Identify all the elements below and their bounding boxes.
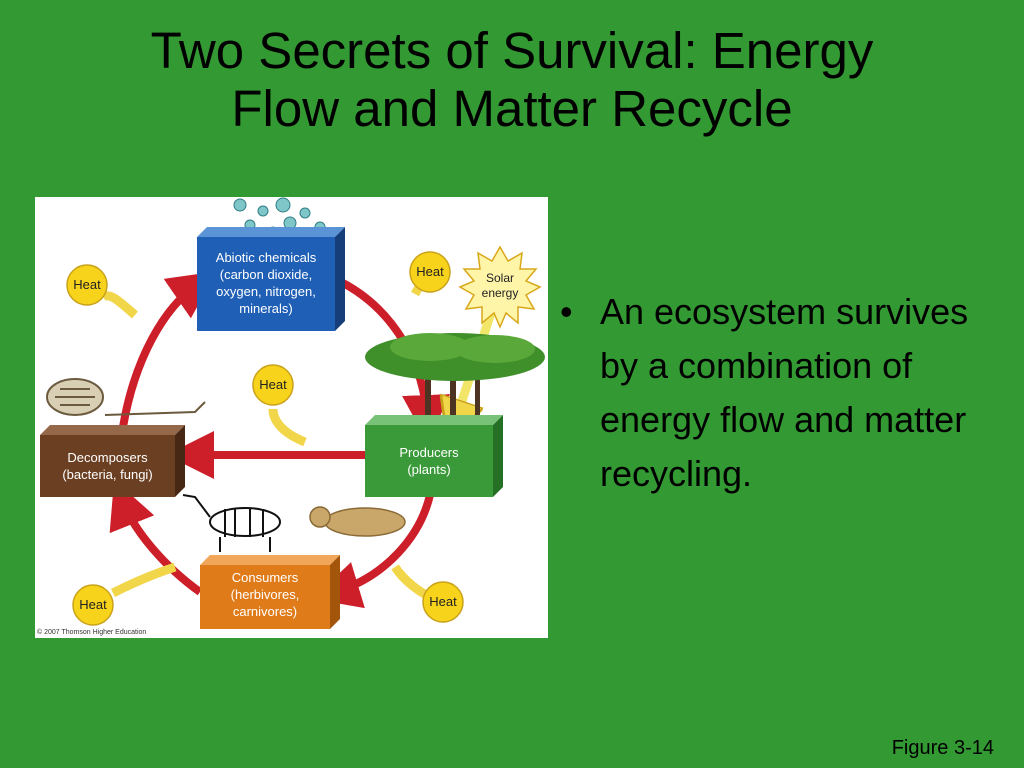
bullet-text: An ecosystem survives by a combination o… (600, 291, 969, 494)
heat-circle-1 (66, 264, 108, 306)
abiotic-label: Abiotic chemicals (carbon dioxide, oxyge… (215, 250, 317, 316)
zebra-icon (182, 494, 281, 552)
cycle-arrow-decomposers-to-abiotic (119, 271, 217, 428)
producers-label: Producers (plants) (399, 445, 459, 477)
skeleton-icon (46, 378, 206, 416)
acacia-tree-icon (365, 333, 545, 427)
lioness-icon (309, 506, 406, 537)
title-line-2: Flow and Matter Recycle (231, 80, 793, 137)
producers-box (365, 415, 503, 497)
decomposers-label: Decomposers (bacteria, fungi) (62, 450, 153, 482)
ecosystem-diagram: Abiotic chemicals (carbon dioxide, oxyge… (35, 197, 548, 638)
heat-label-4: Heat (79, 597, 107, 612)
copyright-text: © 2007 Thomson Higher Education (37, 629, 147, 636)
bullet-dot-icon: • (560, 291, 573, 332)
heat-circles (66, 251, 464, 626)
cycle-arrow-producers-to-consumers (312, 494, 434, 609)
consumers-label: Consumers (herbivores, carnivores) (230, 570, 300, 619)
heat-circle-2 (409, 251, 451, 293)
cycle-arrow-consumers-to-decomposers (109, 479, 203, 596)
heat-circle-5 (422, 581, 464, 623)
abiotic-box (197, 227, 345, 331)
figure-reference: Figure 3-14 (891, 737, 994, 759)
decomposers-box (40, 425, 185, 497)
bullet-item: • An ecosystem survives by a combination… (560, 285, 1000, 501)
solar-label: Solar energy (481, 271, 519, 300)
heat-label-1: Heat (73, 277, 101, 292)
heat-circle-4 (72, 584, 114, 626)
heat-label-2: Heat (416, 264, 444, 279)
sun-icon (458, 245, 542, 329)
slide-title: Two Secrets of Survival: Energy Flow and… (0, 22, 1024, 138)
heat-circle-3 (252, 364, 294, 406)
consumers-box (200, 555, 340, 629)
diagram-graphic (40, 197, 545, 629)
heat-label-5: Heat (429, 594, 457, 609)
heat-label-3: Heat (259, 377, 287, 392)
heat-arrow-3 (268, 408, 307, 447)
title-line-1: Two Secrets of Survival: Energy (150, 22, 874, 79)
heat-arrow-4 (110, 562, 177, 598)
heat-arrow-1 (100, 291, 138, 319)
